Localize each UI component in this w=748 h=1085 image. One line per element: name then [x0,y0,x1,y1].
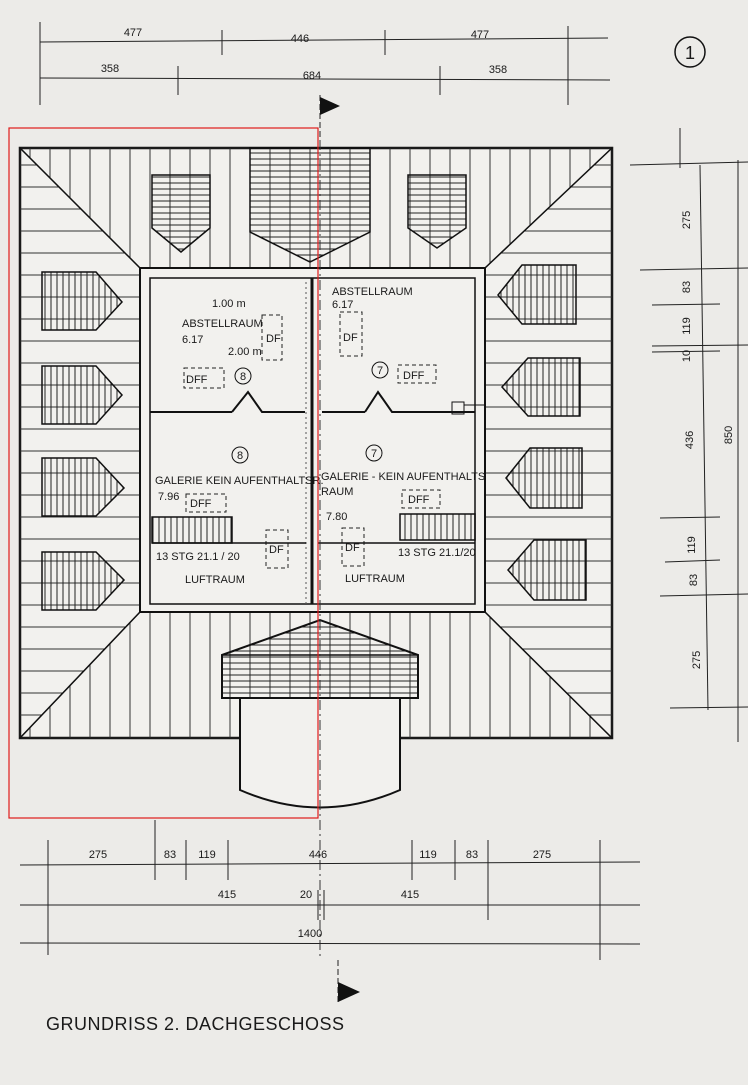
dormer-west-3 [41,457,126,517]
dormer-east-4 [507,539,587,601]
right-gallery-stairs: 13 STG 21.1/20 [398,547,476,559]
right-gallery-name-line1: GALERIE - KEIN AUFENTHALTS [321,471,485,483]
window-label-dff: DFF [403,370,425,382]
left-gallery-area: 7.96 [158,491,179,503]
dim-top-358-right: 358 [489,64,507,76]
dim-bottom-275-left: 275 [89,849,107,861]
entrance-bay [221,618,419,809]
dormer-east-1 [497,264,577,325]
dim-right-436: 436 [684,431,696,449]
highlight-rectangle [8,127,319,819]
right-store-number: 7 [377,365,383,377]
room-labels: 1.00 m ABSTELLRAUM 6.17 2.00 m 8 ABSTELL… [155,286,485,586]
dim-top-684: 684 [303,70,321,82]
dim-bottom-119-right: 119 [419,849,437,861]
page-number: 1 [674,36,706,68]
dormer-north-right [407,174,467,249]
dim-top-446: 446 [291,33,309,45]
dim-bottom-415-left: 415 [218,889,236,901]
bottom-dimension-chain: 275 83 119 446 119 83 275 415 20 415 140… [19,820,641,960]
left-store-area: 6.17 [182,334,203,346]
left-gallery-void: LUFTRAUM [185,574,245,586]
dim-right-83-top: 83 [681,281,693,293]
right-gallery-void: LUFTRAUM [345,573,405,585]
left-store-top-dimension: 1.00 m [212,298,246,310]
dim-right-119-top: 119 [681,317,693,335]
page-number-text: 1 [685,43,695,63]
left-store-number: 8 [240,371,246,383]
dim-bottom-20: 20 [300,889,312,901]
window-label-df: DF [345,542,360,554]
dim-bottom-415-right: 415 [401,889,419,901]
dim-right-83-bottom: 83 [688,574,700,586]
dim-right-275-top: 275 [681,211,693,229]
right-gallery-number: 7 [371,448,377,460]
dim-bottom-83-left: 83 [164,849,176,861]
right-dimension-chain: 275 83 119 10 436 119 83 275 850 [629,128,748,742]
dormer-east-2 [500,357,581,417]
window-label-df: DF [343,332,358,344]
dim-right-275-bottom: 275 [691,651,703,669]
right-store-name: ABSTELLRAUM [332,286,413,298]
window-label-df: DF [266,333,281,345]
dormer-west-1 [41,271,124,331]
dim-right-overall-850: 850 [723,426,735,444]
dim-top-477-left: 477 [124,27,142,39]
window-label-dff: DFF [190,498,212,510]
dormer-west-4 [41,551,126,611]
dim-bottom-119-left: 119 [198,849,216,861]
left-store-width-dimension: 2.00 m [228,346,262,358]
window-label-dff: DFF [408,494,430,506]
dormer-north-center [249,147,371,263]
dim-bottom-overall-1400: 1400 [298,928,322,940]
dim-right-119-bottom: 119 [686,536,698,554]
drawing-title: GRUNDRISS 2. DACHGESCHOSS [46,1014,345,1034]
dim-top-358-left: 358 [101,63,119,75]
right-store-area: 6.17 [332,299,353,311]
left-gallery-name: GALERIE KEIN AUFENTHALTSR. [155,475,324,487]
window-label-df: DF [269,544,284,556]
dim-bottom-446: 446 [309,849,327,861]
section-marker-bottom [337,960,360,1002]
left-store-name: ABSTELLRAUM [182,318,263,330]
dormer-north-left [151,174,211,253]
right-gallery-name-line2: RAUM [321,486,353,498]
right-gallery-area: 7.80 [326,511,347,523]
top-dimension-chain: 477 446 477 358 684 358 [39,22,611,105]
dim-bottom-83-right: 83 [466,849,478,861]
dim-top-477-right: 477 [471,29,489,41]
window-label-dff: DFF [186,374,208,386]
dormer-east-3 [505,447,583,509]
dim-right-10: 10 [681,350,693,362]
dim-bottom-275-right: 275 [533,849,551,861]
left-gallery-stairs: 13 STG 21.1 / 20 [156,551,240,563]
interior-floor [139,267,486,613]
left-gallery-number: 8 [237,450,243,462]
dormer-west-2 [41,365,124,425]
section-marker-top [319,95,340,140]
